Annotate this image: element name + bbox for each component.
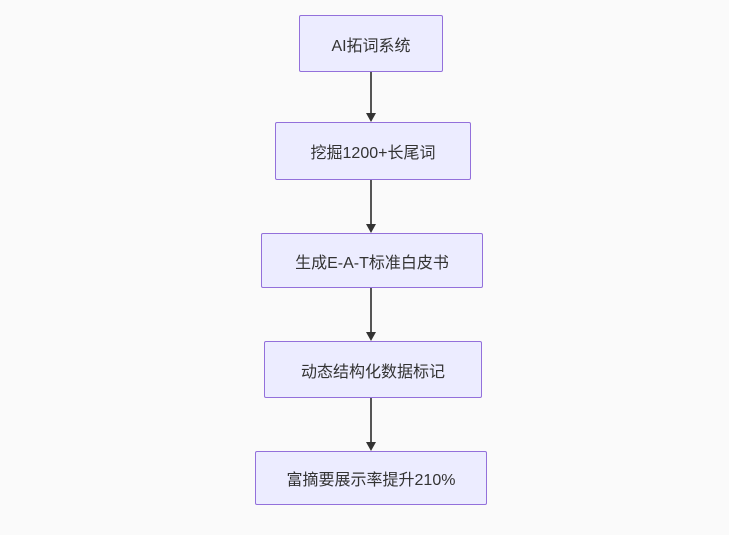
flow-node-structured-data-markup: 动态结构化数据标记: [264, 341, 482, 398]
flow-node-rich-snippet-rate: 富摘要展示率提升210%: [255, 451, 487, 505]
arrowhead-down-icon: [366, 113, 376, 122]
edge-line: [370, 180, 372, 224]
flow-node-label: 生成E-A-T标准白皮书: [295, 254, 449, 272]
flow-node-label: 富摘要展示率提升210%: [286, 472, 456, 489]
edge-line: [370, 288, 372, 332]
flow-node-ai-word-expansion: AI拓词系统: [299, 15, 443, 72]
flow-node-longtail-keywords: 挖掘1200+长尾词: [275, 122, 471, 180]
arrowhead-down-icon: [366, 442, 376, 451]
arrowhead-down-icon: [366, 332, 376, 341]
flow-node-label: 动态结构化数据标记: [300, 363, 445, 381]
flow-node-label: AI拓词系统: [331, 37, 411, 55]
flow-node-eat-whitepaper: 生成E-A-T标准白皮书: [261, 233, 483, 288]
edge-line: [370, 72, 372, 113]
edge-line: [370, 398, 372, 442]
arrowhead-down-icon: [366, 224, 376, 233]
flow-node-label: 挖掘1200+长尾词: [310, 145, 436, 162]
